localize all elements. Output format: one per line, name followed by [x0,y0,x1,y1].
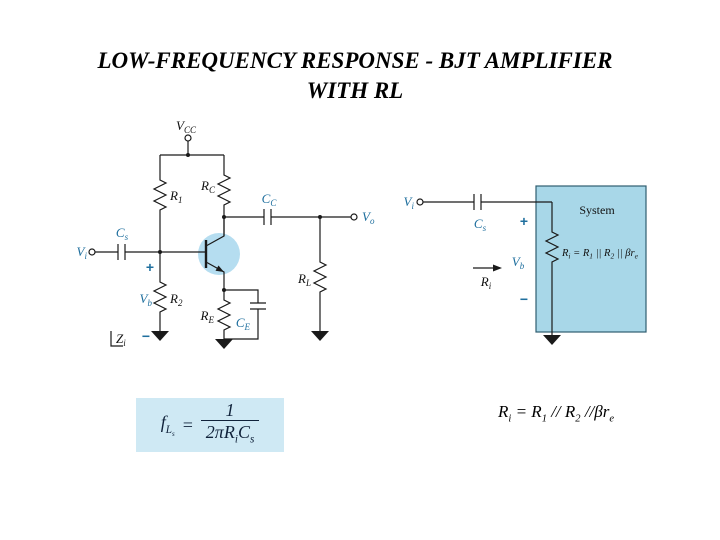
ce-label: CE [236,315,251,332]
sys-plus-sign: + [520,213,528,229]
vb-label: Vb [140,291,153,308]
rl-label: RL [297,271,311,288]
ground-symbols [151,331,329,349]
vo-label: Vo [362,209,375,226]
formula-numerator: 1 [225,400,235,421]
resistor-rl [312,217,328,331]
sys-ri-label: Ri [480,274,492,291]
resistor-rc [216,155,232,236]
slide-title-line1: LOW-FREQUENCY RESPONSE - BJT AMPLIFIER [97,48,613,73]
ce-branch-wire-top [224,289,259,303]
capacitor-cc [263,209,272,225]
ri-arrow-head [493,264,502,272]
system-box [535,185,647,333]
ground-r2 [151,331,169,341]
sys-resistor-ri [544,202,560,335]
formula-equals: = [181,414,194,435]
slide-title-line2: WITH RL [306,78,404,103]
transistor-body [198,233,240,275]
sys-cs-label: Cs [474,216,487,233]
capacitor-cs [117,244,126,260]
vo-terminal [350,213,358,221]
cutoff-frequency-formula: fLs = 1 2πRiCs [136,398,284,452]
resistor-r2 [152,252,168,331]
minus-sign: − [142,328,150,344]
bjt-circuit-labels: VCC R1 RC CC Vo Cs Vi + Vb R2 − Zi RE CE… [77,118,375,348]
formula-fraction: 1 2πRiCs [200,400,260,450]
transistor-collector-wire [205,217,225,247]
ground-rl [311,331,329,341]
system-circuit-labels: Vi Cs + Vb − System Ri Ri = R1 || R2 || … [404,194,639,307]
capacitor-ce [250,302,266,310]
formula-f: fLs [160,412,175,438]
zi-bracket [110,331,123,347]
bjt-amplifier-circuit [88,134,358,349]
cs-label: Cs [116,225,129,242]
sys-minus-sign: − [520,291,528,307]
vcc-label: VCC [176,118,197,135]
r2-label: R2 [169,291,183,308]
system-equivalent-circuit [416,185,647,345]
vi-terminal [88,248,96,256]
re-label: RE [200,308,215,325]
ce-branch-wire-bottom [224,309,259,340]
sys-vi-label: Vi [404,194,415,211]
plus-sign: + [146,259,154,275]
sys-capacitor-cs [473,194,482,210]
zi-label: Zi [116,331,126,348]
cc-label: CC [262,191,278,208]
vcc-terminal [184,134,192,142]
ground-re [215,339,233,349]
resistor-re [216,290,232,339]
sys-vb-label: Vb [512,254,525,271]
node-dots [158,153,322,292]
sys-vi-terminal [416,198,424,206]
vi-label: Vi [77,244,88,261]
ri-equation: Ri = R1 // R2 //βre [498,402,615,425]
rc-label: RC [200,178,216,195]
emitter-arrow [215,265,224,272]
resistor-r1 [152,155,168,252]
system-box-label: System [579,203,615,217]
formula-denominator: 2πRiCs [200,420,260,450]
system-ri-formula: Ri = R1 || R2 || βre [561,248,639,261]
slide-title: LOW-FREQUENCY RESPONSE - BJT AMPLIFIER W… [40,46,670,106]
r1-label: R1 [169,188,182,205]
ground-system [543,335,561,345]
